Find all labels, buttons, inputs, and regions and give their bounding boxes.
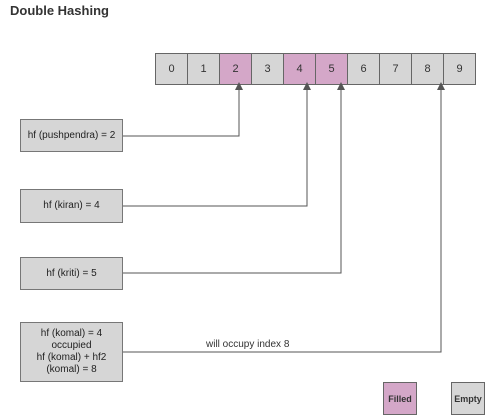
hash-box-line: hf (kiran) = 4 [43,200,100,211]
hash-box-pushpendra: hf (pushpendra) = 2 [20,119,123,152]
diagram-title: Double Hashing [10,3,109,18]
legend-filled: Filled [383,382,417,415]
arrow-pushpendra [123,82,243,137]
hash-box-kiran: hf (kiran) = 4 [20,189,123,223]
hash-box-line: hf (kriti) = 5 [46,267,97,279]
arrow-kriti [123,82,345,274]
hash-box-line: (komal) = 8 [46,364,97,375]
hash-box-line: hf (komal) + hf2 [36,352,107,363]
arrow-kiran [123,82,311,207]
hash-box-line: hf (pushpendra) = 2 [27,129,116,141]
legend-empty: Empty [451,382,485,415]
collision-note: will occupy index 8 [206,339,290,350]
table-cell-8: 8 [411,53,444,85]
table-cell-5: 5 [315,53,348,85]
table-cell-3: 3 [251,53,284,85]
hash-box-kriti: hf (kriti) = 5 [20,257,123,290]
hash-box-line: hf (komal) = 4 [40,328,103,339]
table-cell-4: 4 [283,53,316,85]
table-cell-9: 9 [443,53,476,85]
table-cell-6: 6 [347,53,380,85]
table-cell-2: 2 [219,53,252,85]
hash-box-line: occupied [51,340,92,351]
arrow-komal [123,82,445,353]
